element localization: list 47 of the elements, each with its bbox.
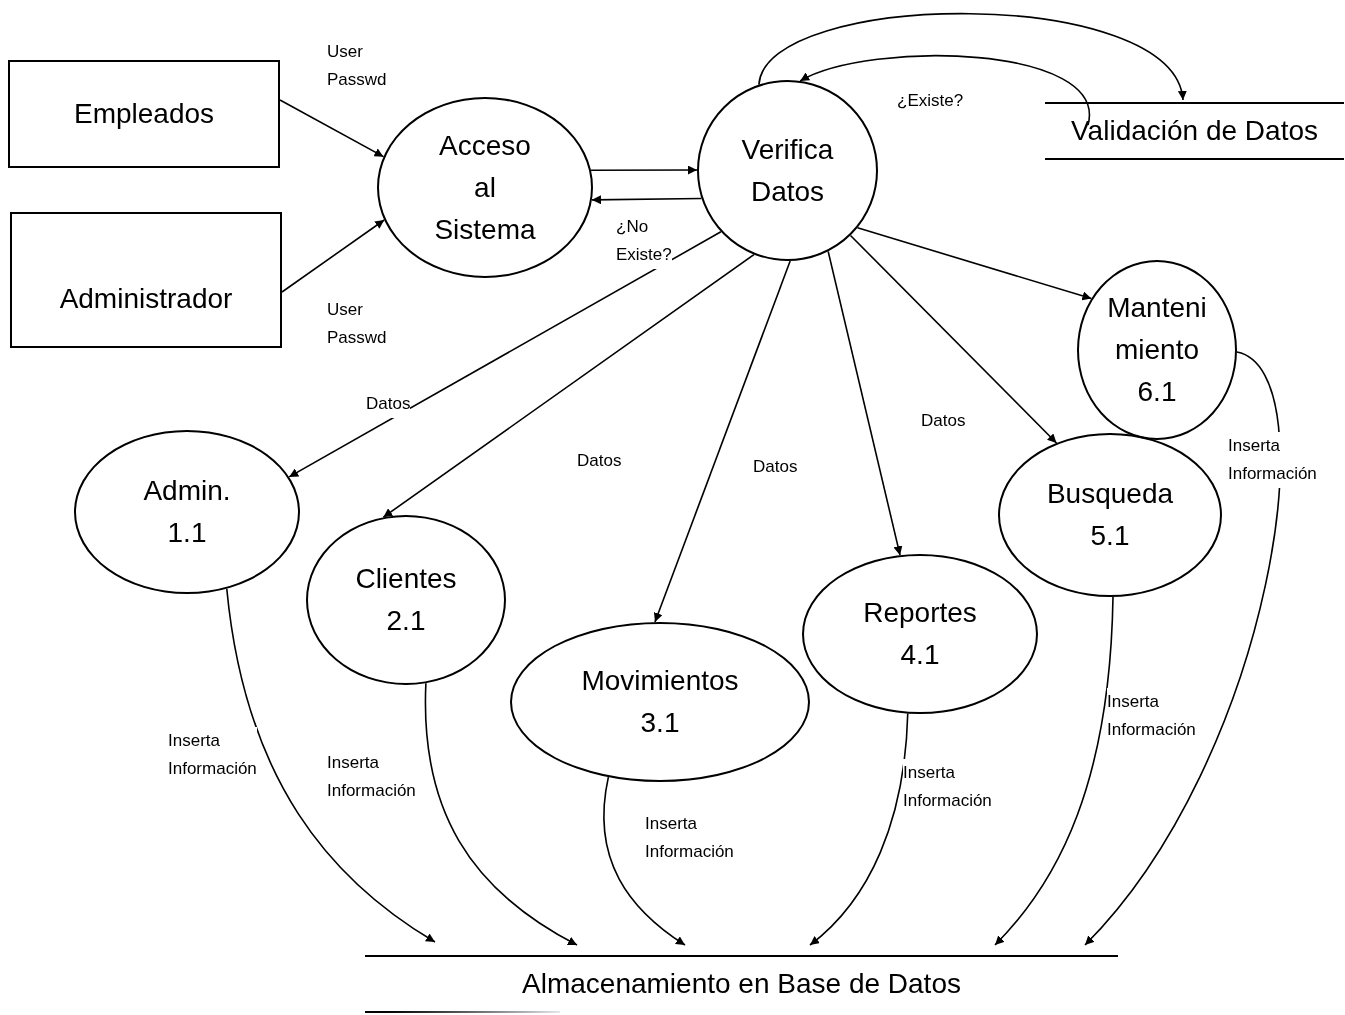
- entity-box: [8, 60, 280, 168]
- curved-arrow: [424, 682, 578, 946]
- arrow: [591, 195, 703, 205]
- curved-arrow: [225, 587, 436, 943]
- node-text: 6.1: [1137, 375, 1177, 409]
- arrow: [281, 219, 385, 293]
- node-text: Almacenamiento en Base de Datos: [522, 967, 961, 1001]
- node-text: Clientes: [355, 562, 457, 596]
- process-ellipse: [74, 430, 300, 594]
- arrow: [288, 231, 722, 478]
- process-ellipse: [697, 80, 878, 261]
- node-text: Reportes: [863, 596, 977, 630]
- data-store: [365, 955, 1118, 1013]
- curved-arrow: [994, 596, 1114, 946]
- process-ellipse: [802, 554, 1038, 714]
- node-text: Busqueda: [1046, 477, 1174, 511]
- process-ellipse: [306, 515, 506, 685]
- process-ellipse: [998, 433, 1222, 597]
- node-text: 4.1: [900, 638, 940, 672]
- arrow: [590, 165, 698, 175]
- arrow: [849, 234, 1058, 444]
- process-ellipse: [377, 97, 593, 278]
- node-text: Empleados: [73, 97, 215, 131]
- node-text: 1.1: [167, 516, 207, 550]
- edge-label: Inserta Información: [1228, 432, 1317, 488]
- node-text: 2.1: [386, 604, 426, 638]
- curved-arrow: [809, 712, 909, 946]
- curved-arrow: [758, 12, 1185, 101]
- data-store: [1045, 102, 1344, 160]
- arrow: [653, 260, 791, 623]
- node-text: Acceso al Sistema: [434, 128, 536, 247]
- arrow: [382, 253, 755, 518]
- entity-box: [10, 212, 282, 348]
- node-text: Administrador: [59, 282, 233, 316]
- node-text: Verifica Datos: [741, 132, 834, 209]
- curved-arrow: [603, 776, 686, 946]
- process-ellipse: [510, 622, 810, 782]
- node-text: Manteni miento: [1107, 291, 1207, 367]
- node-text: Movimientos: [581, 664, 739, 698]
- node-text: Admin.: [143, 474, 231, 508]
- node-text: 5.1: [1090, 519, 1130, 553]
- arrow: [279, 99, 385, 158]
- node-text: Validación de Datos: [1071, 114, 1318, 148]
- arrow: [827, 250, 903, 556]
- arrow: [856, 227, 1093, 301]
- curved-arrow: [1084, 351, 1281, 946]
- node-text: 3.1: [640, 706, 680, 740]
